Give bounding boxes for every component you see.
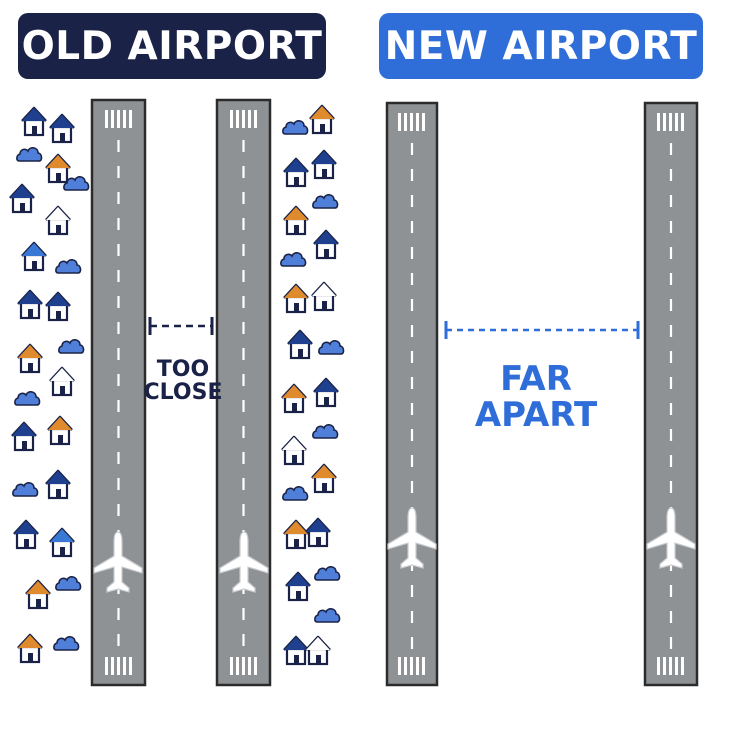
house-icon (304, 635, 332, 666)
house-icon (282, 205, 310, 236)
house-icon (46, 415, 74, 446)
tree-icon (312, 423, 339, 439)
far-apart-line1: FAR (500, 359, 572, 399)
far-apart-line2: APART (474, 394, 598, 435)
house-icon (16, 633, 44, 664)
runway-new-right (643, 101, 699, 687)
house-icon (44, 153, 72, 184)
house-icon (304, 517, 332, 548)
too-close-line1: TOO (156, 357, 210, 382)
house-icon (312, 377, 340, 408)
house-icon (8, 183, 36, 214)
house-icon (44, 291, 72, 322)
tree-icon (282, 485, 309, 501)
house-icon (20, 106, 48, 137)
tree-icon (16, 146, 43, 162)
tree-icon (53, 635, 80, 651)
house-icon (16, 343, 44, 374)
house-icon (280, 435, 308, 466)
tree-icon (280, 251, 307, 267)
tree-icon (58, 338, 85, 354)
tree-icon (314, 607, 341, 623)
tree-icon (55, 575, 82, 591)
tree-icon (282, 119, 309, 135)
houses-left (8, 106, 90, 664)
house-icon (44, 205, 72, 236)
house-icon (12, 519, 40, 550)
house-icon (10, 421, 38, 452)
too-close-line2: CLOSE (143, 380, 223, 406)
house-icon (286, 329, 314, 360)
house-icon (284, 571, 312, 602)
house-icon (310, 463, 338, 494)
runway-new-left (385, 101, 439, 687)
house-icon (48, 366, 76, 397)
house-icon (308, 104, 336, 135)
house-icon (312, 229, 340, 260)
old-airport-title: OLD AIRPORT (18, 13, 326, 79)
far-apart-label: FAR APART (466, 359, 606, 435)
house-icon (282, 519, 310, 550)
house-icon (282, 635, 310, 666)
tree-icon (55, 258, 82, 274)
house-icon (24, 579, 52, 610)
tree-icon (12, 481, 39, 497)
house-icon (48, 113, 76, 144)
house-icon (282, 283, 310, 314)
house-icon (16, 289, 44, 320)
houses-right (280, 104, 345, 666)
tree-icon (314, 565, 341, 581)
tree-icon (14, 390, 41, 406)
house-icon (282, 157, 310, 188)
house-icon (48, 527, 76, 558)
house-icon (310, 281, 338, 312)
house-icon (310, 149, 338, 180)
house-icon (44, 469, 72, 500)
too-close-label: TOO CLOSE (138, 358, 228, 404)
house-icon (280, 383, 308, 414)
house-icon (20, 241, 48, 272)
tree-icon (318, 339, 345, 355)
tree-icon (312, 193, 339, 209)
far-apart-indicator (444, 321, 640, 339)
new-airport-title: NEW AIRPORT (379, 13, 703, 79)
too-close-indicator (148, 317, 214, 335)
